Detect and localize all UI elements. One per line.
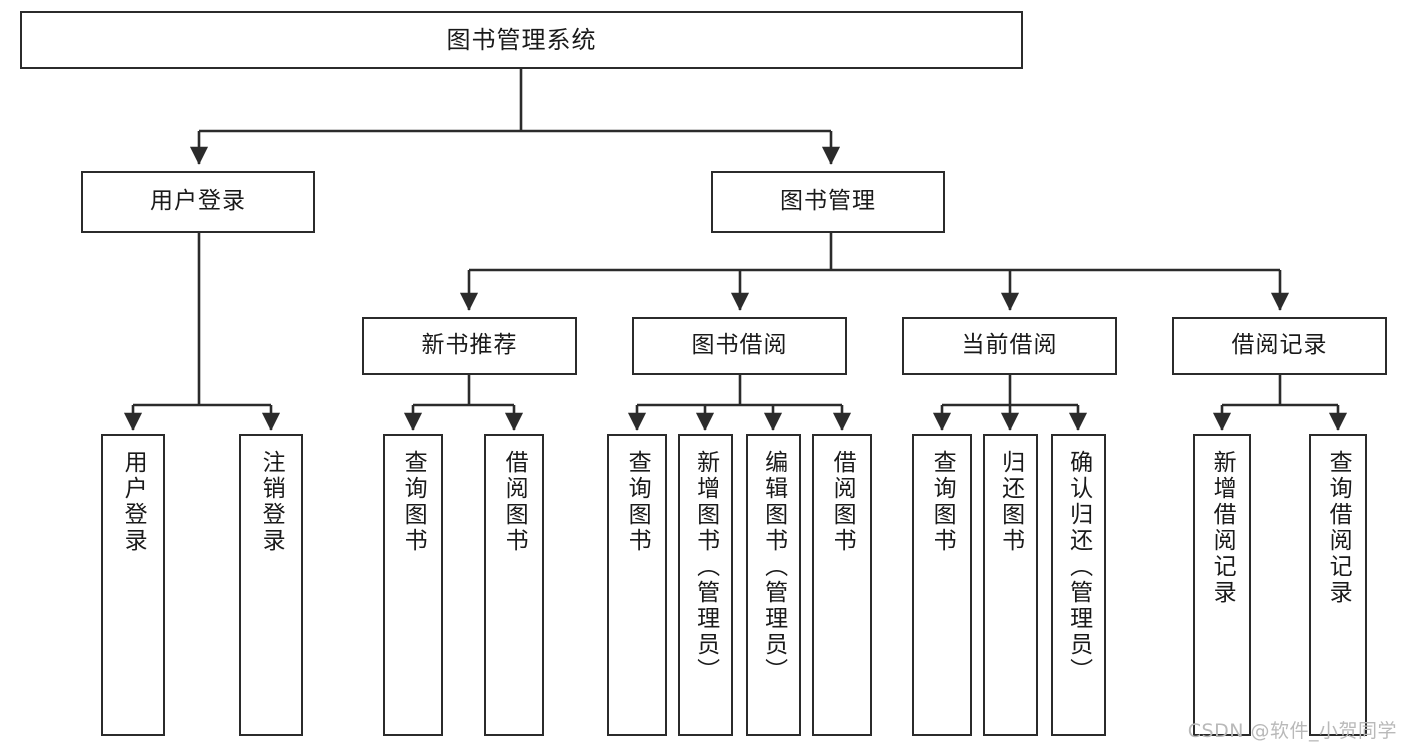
leaf-query-books-recommend[interactable]: 查询图书 — [383, 434, 443, 736]
node-label: 图书管理系统 — [446, 25, 597, 54]
node-label: 借阅记录 — [1231, 332, 1328, 359]
leaf-edit-book-admin[interactable]: 编辑图书（管理员） — [746, 434, 801, 736]
leaf-add-book-admin[interactable]: 新增图书（管理员） — [678, 434, 733, 736]
leaf-label: 归还图书 — [997, 450, 1024, 554]
leaf-label: 查询图书 — [624, 450, 651, 554]
leaf-label: 查询图书 — [400, 450, 427, 554]
leaf-logout[interactable]: 注销登录 — [239, 434, 303, 736]
leaf-label: 查询借阅记录 — [1325, 450, 1352, 606]
leaf-label: 新增借阅记录 — [1209, 450, 1236, 606]
csdn-watermark: CSDN @软件_小贺同学 — [1187, 720, 1397, 742]
leaf-confirm-return-admin[interactable]: 确认归还（管理员） — [1051, 434, 1106, 736]
leaf-label: 新增图书（管理员） — [692, 450, 719, 684]
leaf-label: 用户登录 — [120, 450, 147, 554]
leaf-return-books[interactable]: 归还图书 — [983, 434, 1038, 736]
node-root-library-system[interactable]: 图书管理系统 — [20, 11, 1023, 69]
leaf-label: 确认归还（管理员） — [1065, 450, 1092, 684]
leaf-add-borrow-record[interactable]: 新增借阅记录 — [1193, 434, 1251, 736]
node-book-borrowing[interactable]: 图书借阅 — [632, 317, 847, 375]
node-borrowing-records[interactable]: 借阅记录 — [1172, 317, 1387, 375]
node-label: 当前借阅 — [961, 332, 1058, 359]
node-new-book-recommendation[interactable]: 新书推荐 — [362, 317, 577, 375]
leaf-query-books-borrowing[interactable]: 查询图书 — [607, 434, 667, 736]
node-label: 新书推荐 — [421, 332, 518, 359]
leaf-user-login[interactable]: 用户登录 — [101, 434, 165, 736]
node-label: 用户登录 — [150, 188, 246, 215]
leaf-query-borrow-record[interactable]: 查询借阅记录 — [1309, 434, 1367, 736]
node-book-management[interactable]: 图书管理 — [711, 171, 945, 233]
leaf-borrow-books-recommend[interactable]: 借阅图书 — [484, 434, 544, 736]
node-label: 图书管理 — [780, 188, 876, 215]
leaf-label: 编辑图书（管理员） — [760, 450, 787, 684]
node-label: 图书借阅 — [691, 332, 788, 359]
leaf-label: 注销登录 — [258, 450, 285, 554]
leaf-label: 借阅图书 — [829, 450, 856, 554]
leaf-query-books-current[interactable]: 查询图书 — [912, 434, 972, 736]
leaf-label: 查询图书 — [929, 450, 956, 554]
node-current-borrowing[interactable]: 当前借阅 — [902, 317, 1117, 375]
node-user-login[interactable]: 用户登录 — [81, 171, 315, 233]
leaf-label: 借阅图书 — [501, 450, 528, 554]
leaf-borrow-books-borrowing[interactable]: 借阅图书 — [812, 434, 872, 736]
